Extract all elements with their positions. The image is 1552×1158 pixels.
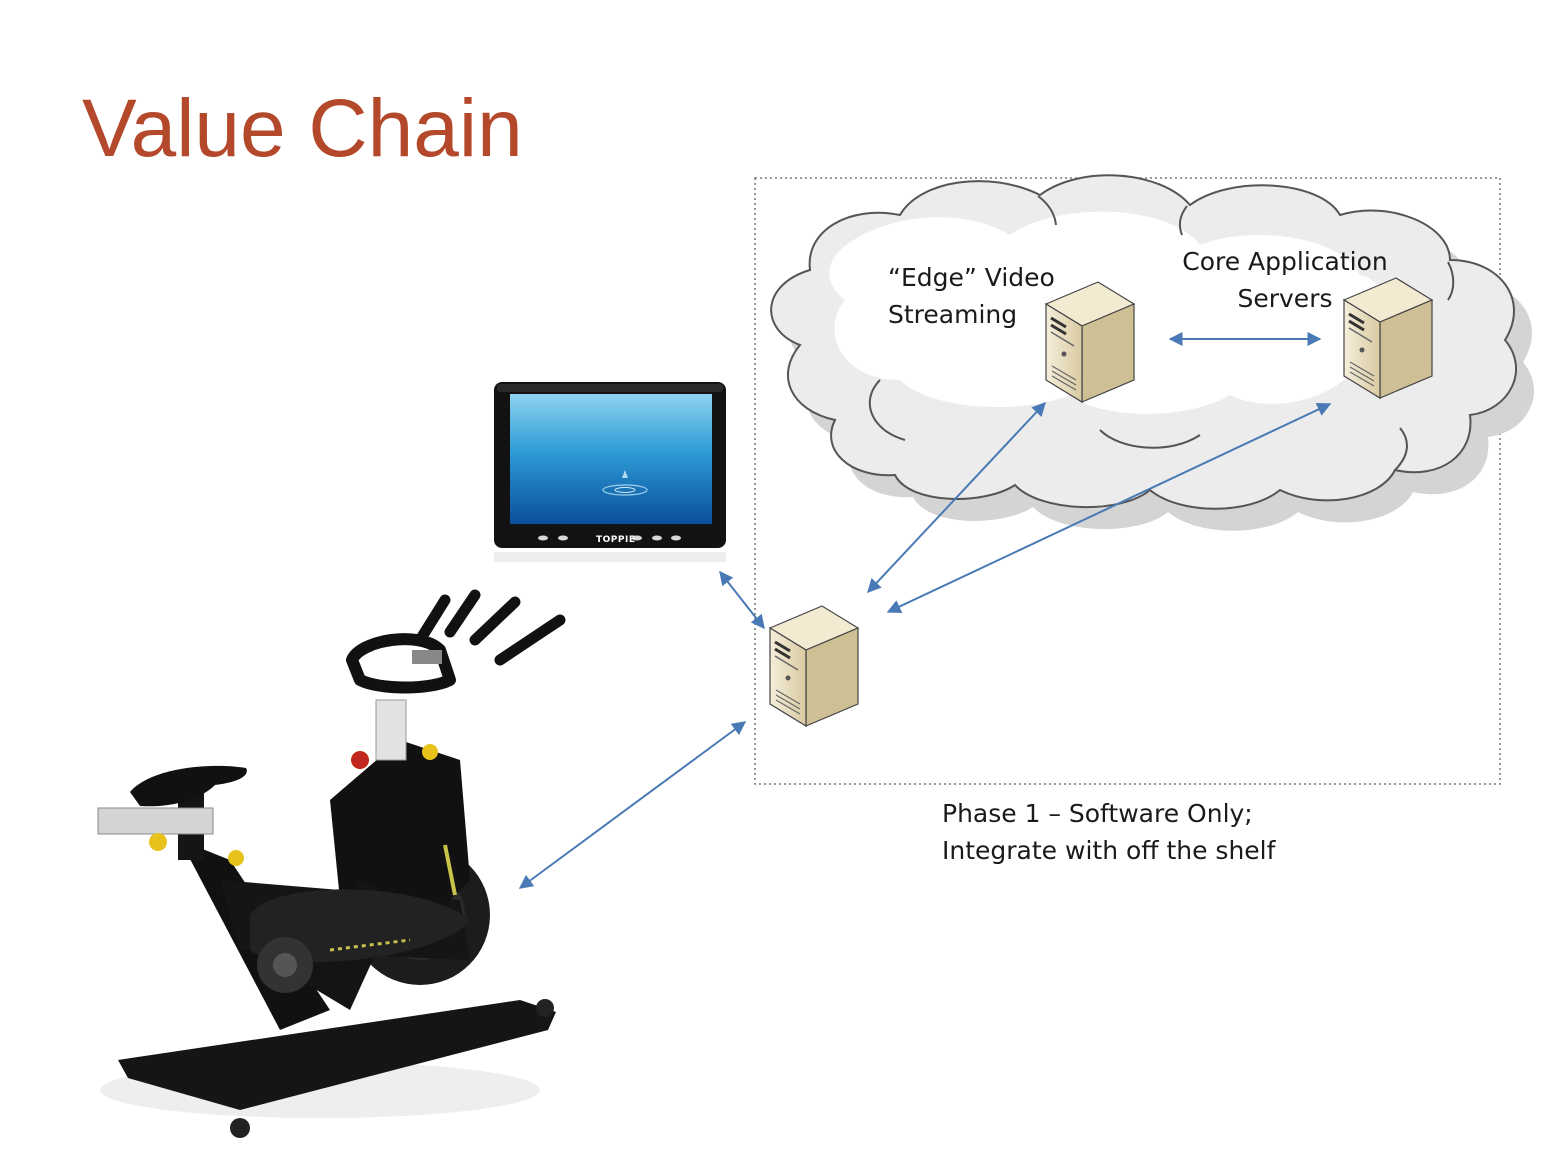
edge-server-icon [1044, 280, 1136, 404]
core-application-servers-label: Core Application Servers [1150, 243, 1420, 317]
edge-label-line2: Streaming [888, 300, 1018, 329]
exercise-bike-icon [97, 589, 566, 1138]
edge-label-line1: “Edge” Video [888, 263, 1055, 292]
local-server-icon [768, 604, 860, 728]
phase-note-line1: Phase 1 – Software Only; [942, 799, 1253, 828]
monitor-brand: TOPPIE [596, 535, 635, 545]
monitor-icon: TOPPIE [494, 382, 726, 562]
core-label-line1: Core Application [1182, 247, 1388, 276]
phase-note-line2: Integrate with off the shelf [942, 836, 1276, 865]
core-label-line2: Servers [1237, 284, 1333, 313]
double-arrow-icon [518, 332, 1332, 889]
slide-title: Value Chain [82, 83, 523, 174]
edge-video-streaming-label: “Edge” Video Streaming [888, 259, 1055, 333]
phase-note: Phase 1 – Software Only; Integrate with … [942, 795, 1275, 869]
